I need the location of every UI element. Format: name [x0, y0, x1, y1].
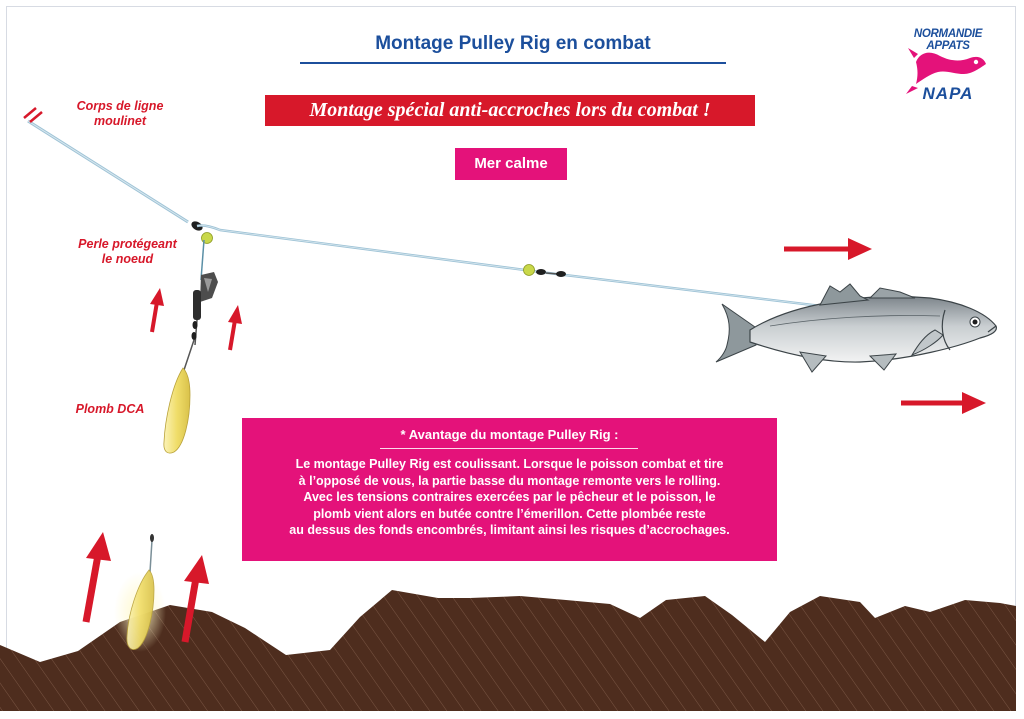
- fish-icon: [715, 283, 997, 373]
- advantage-line: Le montage Pulley Rig est coulissant. Lo…: [295, 457, 724, 471]
- anti-snag-banner: Montage spécial anti-accroches lors du c…: [265, 95, 755, 126]
- arrow-icon: [784, 238, 872, 260]
- page-title: Montage Pulley Rig en combat: [375, 33, 651, 54]
- bead-icon: [523, 264, 535, 276]
- seabed: [0, 590, 1016, 711]
- arrow-icon: [901, 392, 986, 414]
- advantage-box: * Avantage du montage Pulley Rig : Le mo…: [242, 418, 777, 561]
- advantage-line: plomb vient alors en butée contre l’émer…: [313, 506, 706, 521]
- label-lead: Plomb DCA: [75, 402, 145, 416]
- arrow-icon: [181, 555, 209, 643]
- brand-logo: NORMANDIE APPATS NAPA: [906, 28, 990, 104]
- lead-weight-icon: [126, 569, 155, 650]
- swivel-icon: [536, 269, 566, 277]
- title-underline: [300, 62, 726, 64]
- label-line-body: Corps de ligne moulinet: [76, 99, 164, 128]
- line-cut-mark: [23, 107, 37, 119]
- lead-weight-icon: [163, 367, 191, 454]
- advantage-heading-rule: [380, 448, 638, 449]
- logo-line-2: APPATS: [926, 40, 970, 52]
- advantage-text: Le montage Pulley Rig est coulissant. Lo…: [252, 456, 767, 539]
- lead-clip-icon: [183, 272, 218, 371]
- logo-line-1: NORMANDIE: [913, 28, 983, 40]
- arrow-icon: [228, 305, 242, 351]
- lead-drop-line: [200, 239, 205, 281]
- advantage-line: à l’opposé de vous, la partie basse du m…: [298, 473, 721, 488]
- logo-acronym: NAPA: [922, 84, 974, 103]
- advantage-heading: * Avantage du montage Pulley Rig :: [400, 427, 619, 442]
- logo-fish-icon: [906, 48, 986, 94]
- advantage-line: au dessus des fonds encombrés, limitant …: [289, 523, 730, 537]
- label-pearl: Perle protégeant le noeud: [78, 237, 177, 266]
- line-cut-mark: [29, 111, 43, 123]
- arrow-icon: [150, 288, 164, 333]
- sea-condition-badge: Mer calme: [455, 148, 567, 180]
- advantage-line: Avec les tensions contraires exercées pa…: [303, 490, 716, 504]
- arrow-icon: [82, 532, 111, 623]
